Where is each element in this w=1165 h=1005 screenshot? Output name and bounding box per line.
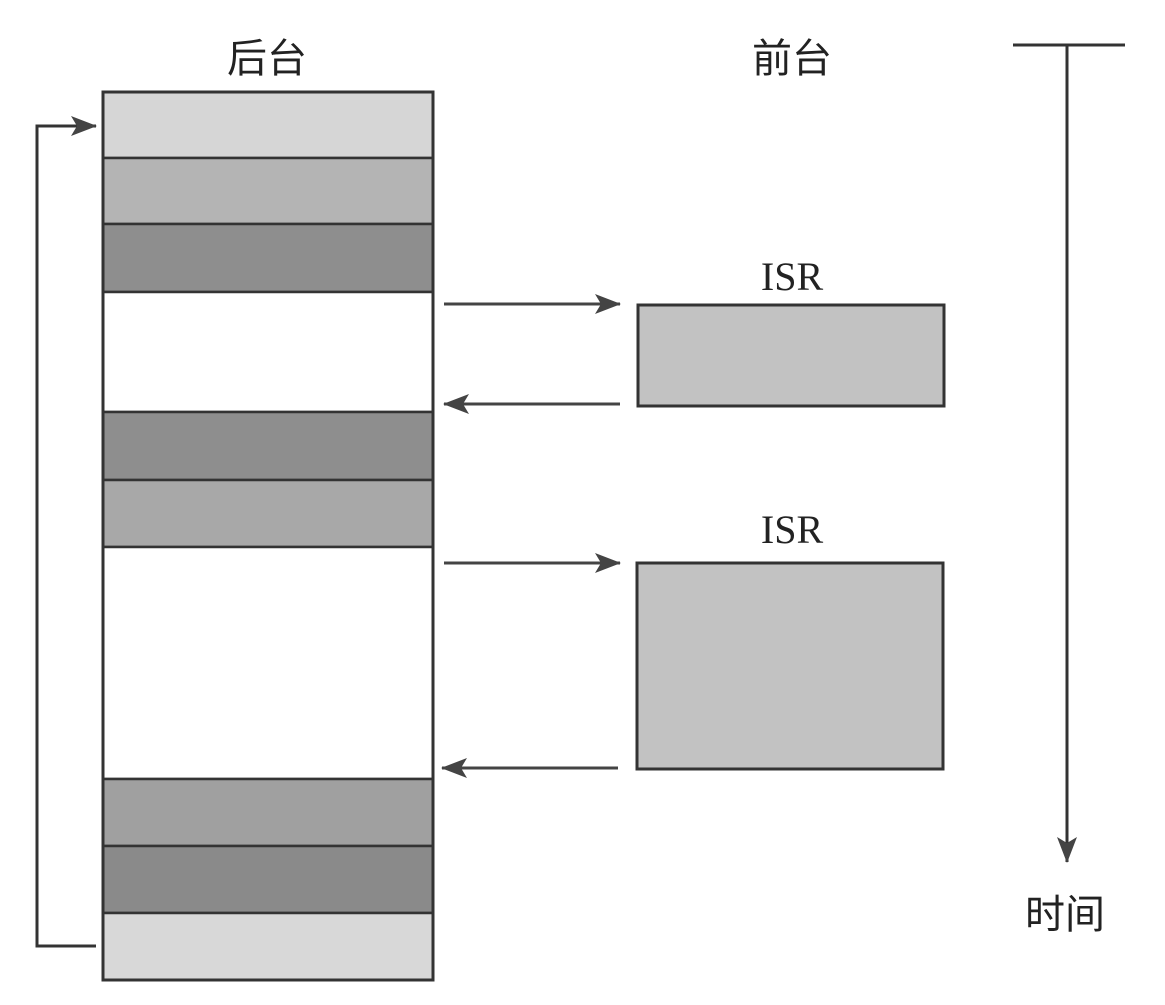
background-band-light <box>101 911 435 982</box>
background-band-light <box>101 90 435 160</box>
time-label: 时间 <box>1025 892 1105 938</box>
loop-back-arrow <box>35 116 97 948</box>
background-column-outline <box>101 90 435 982</box>
background-band-medium <box>101 156 435 226</box>
isr-label-2: ISR <box>761 507 824 552</box>
background-band-empty <box>101 545 435 781</box>
background-band-dark <box>101 222 435 294</box>
background-band-medium <box>101 478 435 549</box>
isr-block-1 <box>636 303 946 408</box>
isr-label-1: ISR <box>761 254 824 299</box>
isr-block-2 <box>635 561 945 771</box>
background-task-column <box>101 90 435 982</box>
background-band-medium <box>101 777 435 848</box>
background-label: 后台 <box>227 36 307 82</box>
foreground-label: 前台 <box>752 36 832 82</box>
background-band-dark <box>101 410 435 482</box>
background-band-empty <box>101 290 435 414</box>
background-band-dark <box>101 844 435 915</box>
